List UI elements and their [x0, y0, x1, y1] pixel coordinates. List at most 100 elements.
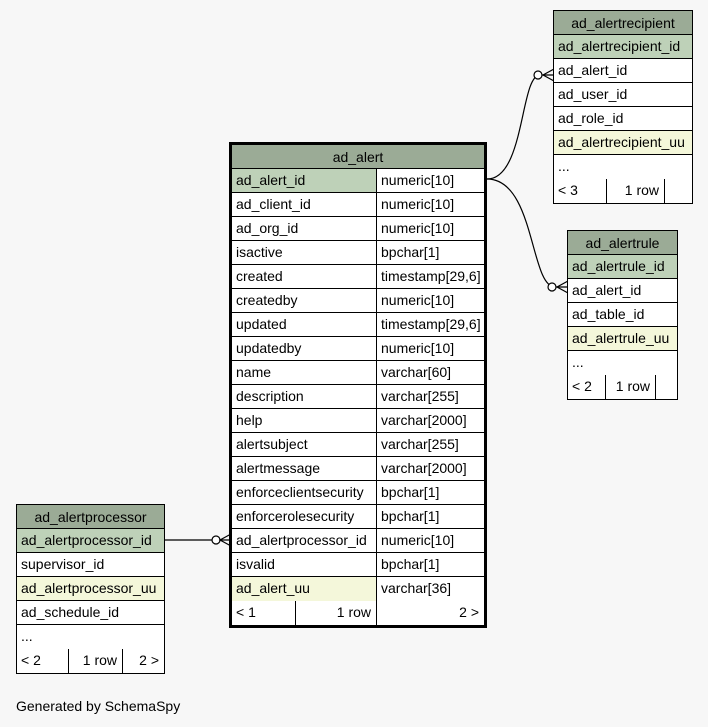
column-row[interactable]: ... — [17, 625, 164, 649]
parents-count[interactable]: < 1 — [236, 604, 256, 620]
column-name: ad_client_id — [236, 196, 311, 212]
column-name: ad_table_id — [572, 306, 645, 322]
column-row[interactable]: ad_table_id — [568, 303, 677, 327]
column-name: ad_user_id — [558, 86, 628, 102]
column-row[interactable]: ... — [554, 155, 692, 179]
row-count: 1 row — [295, 601, 376, 625]
column-name: ad_alertrule_uu — [568, 327, 677, 350]
column-name: created — [236, 268, 283, 284]
column-row[interactable]: created timestamp[29,6] — [232, 265, 484, 289]
table-ad-alertrule-columns: ad_alertrule_id ad_alert_id ad_table_id ad_… — [568, 255, 677, 375]
column-row[interactable]: ad_alert_id — [554, 59, 692, 83]
children-count — [655, 375, 677, 399]
column-row[interactable]: ad_alertprocessor_id — [17, 529, 164, 553]
edge-alert-recipient-optional-marker — [533, 70, 543, 80]
column-name: description — [236, 388, 304, 404]
row-count: 1 row — [605, 375, 655, 399]
column-name: ... — [572, 354, 584, 370]
column-type: varchar[36] — [376, 577, 484, 601]
column-row[interactable]: ad_alertrecipient_id — [554, 35, 692, 59]
column-type: numeric[10] — [376, 289, 484, 312]
column-name: ad_alertprocessor_id — [236, 532, 367, 548]
column-row[interactable]: supervisor_id — [17, 553, 164, 577]
column-name: enforceclientsecurity — [236, 484, 364, 500]
table-ad-alertrecipient-header[interactable]: ad_alertrecipient — [554, 11, 692, 35]
children-count[interactable]: 2 > — [376, 601, 484, 625]
edge-processor-alert-crowfoot-icon — [218, 533, 232, 547]
column-type: varchar[2000] — [376, 457, 484, 480]
column-name: ad_alertrule_id — [568, 255, 677, 278]
column-type: timestamp[29,6] — [376, 313, 484, 336]
table-ad-alert-footer: < 1 1 row 2 > — [232, 601, 484, 625]
table-ad-alertrecipient-footer: < 3 1 row — [554, 179, 692, 203]
column-row[interactable]: enforceclientsecurity bpchar[1] — [232, 481, 484, 505]
column-type: varchar[2000] — [376, 409, 484, 432]
column-name: ad_schedule_id — [21, 604, 120, 620]
column-type: varchar[255] — [376, 385, 484, 408]
table-ad-alertprocessor-columns: ad_alertprocessor_id supervisor_id ad_aler… — [17, 529, 164, 649]
column-row[interactable]: ad_role_id — [554, 107, 692, 131]
children-count — [664, 179, 692, 203]
generated-by-text: Generated by SchemaSpy — [16, 698, 181, 714]
column-row[interactable]: ad_alertrecipient_uu — [554, 131, 692, 155]
column-type: timestamp[29,6] — [376, 265, 484, 288]
column-type: numeric[10] — [376, 529, 484, 552]
column-row[interactable]: ad_alert_id — [568, 279, 677, 303]
column-name: alertsubject — [236, 436, 308, 452]
column-row[interactable]: ad_alertrule_uu — [568, 327, 677, 351]
row-count: 1 row — [68, 649, 122, 673]
column-row[interactable]: ad_alertrule_id — [568, 255, 677, 279]
column-row[interactable]: ... — [568, 351, 677, 375]
table-ad-alertprocessor-footer: < 2 1 row 2 > — [17, 649, 164, 673]
parents-count[interactable]: < 2 — [572, 378, 592, 394]
parents-count[interactable]: < 2 — [21, 652, 41, 668]
children-count[interactable]: 2 > — [122, 649, 164, 673]
column-name: ad_alertprocessor_uu — [17, 577, 164, 600]
edge-alert-recipient — [486, 74, 554, 180]
column-row[interactable]: description varchar[255] — [232, 385, 484, 409]
table-ad-alertprocessor-header[interactable]: ad_alertprocessor — [17, 505, 164, 529]
edge-alert-rule-optional-marker — [547, 282, 557, 292]
column-row[interactable]: ad_alertprocessor_id numeric[10] — [232, 529, 484, 553]
column-name: ad_role_id — [558, 110, 624, 126]
table-ad-alertrule-header[interactable]: ad_alertrule — [568, 231, 677, 255]
column-type: bpchar[1] — [376, 481, 484, 504]
column-name: ... — [558, 158, 570, 174]
column-name: supervisor_id — [21, 556, 105, 572]
column-name: alertmessage — [236, 460, 321, 476]
column-name: ad_alert_id — [572, 282, 642, 298]
table-ad-alert-header[interactable]: ad_alert — [232, 145, 484, 169]
column-row[interactable]: ad_user_id — [554, 83, 692, 107]
column-name: ... — [21, 628, 33, 644]
column-type: varchar[60] — [376, 361, 484, 384]
parents-count[interactable]: < 3 — [558, 182, 578, 198]
column-type: numeric[10] — [376, 337, 484, 360]
column-name: ad_alertprocessor_id — [17, 529, 164, 552]
column-type: numeric[10] — [376, 217, 484, 240]
column-name: ad_alert_id — [232, 169, 376, 192]
column-name: enforcerolesecurity — [236, 508, 355, 524]
column-row[interactable]: ad_schedule_id — [17, 601, 164, 625]
column-row[interactable]: ad_alertprocessor_uu — [17, 577, 164, 601]
column-row[interactable]: alertmessage varchar[2000] — [232, 457, 484, 481]
